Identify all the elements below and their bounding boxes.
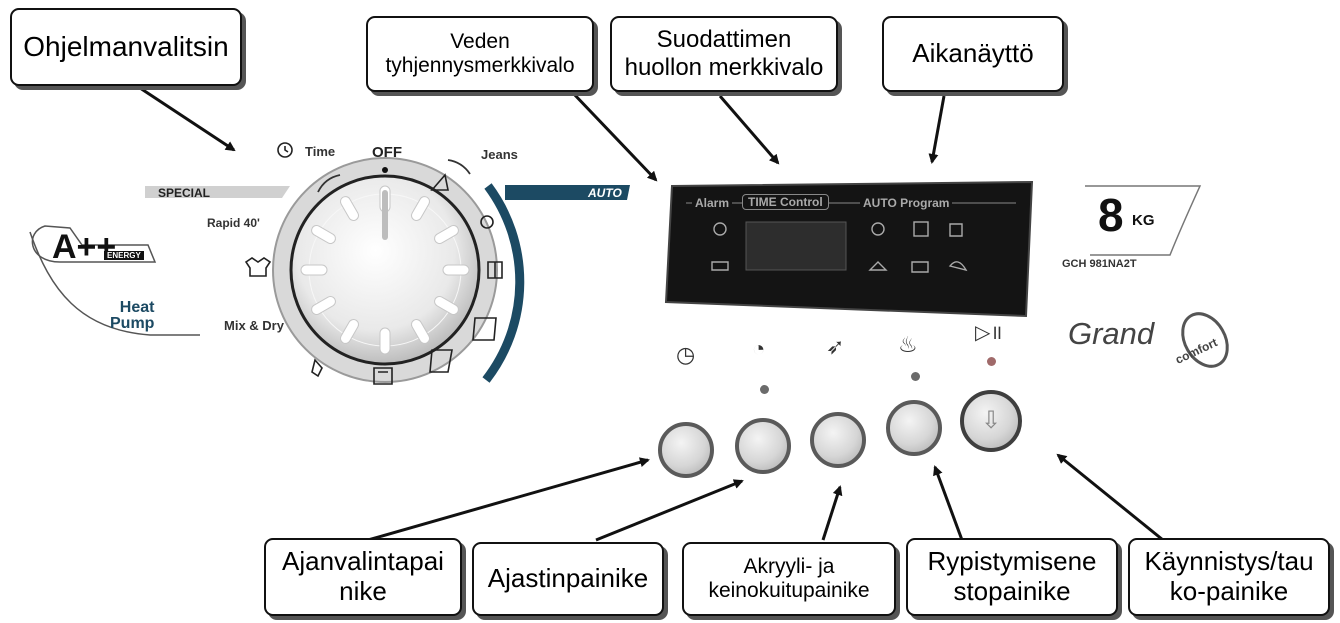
capacity-number: 8 xyxy=(1098,189,1124,241)
arrow-acrylic xyxy=(821,485,843,541)
callout-program-selector: Ohjelmanvalitsin xyxy=(10,8,242,86)
grand-comfort-logo-mark xyxy=(1181,312,1229,368)
start-pause-led xyxy=(987,357,996,366)
display-indicator-icons xyxy=(711,221,968,273)
model-number: GCH 981NA2T xyxy=(1062,258,1137,270)
time-screen xyxy=(745,221,847,271)
timer-led xyxy=(760,385,769,394)
special-band xyxy=(145,186,290,198)
callout-acrylic-button: Akryyli- ja keinokuitupainike xyxy=(682,542,896,616)
heat-pump-label: Heat Pump xyxy=(110,299,155,332)
start-pause-button[interactable]: ⇩ xyxy=(960,390,1022,452)
grand-logo-text: Grand xyxy=(1068,316,1155,351)
display-label-time-control: TIME Control xyxy=(742,194,829,210)
callout-anti-crease-button: Rypistymisene stopainike xyxy=(906,538,1118,616)
display-label-auto-program: AUTO Program xyxy=(860,196,953,210)
auto-dry-icon xyxy=(871,222,885,236)
callout-time-select-button: Ajanvalintapai nike xyxy=(264,538,462,616)
auto-leaf-icon xyxy=(948,261,968,272)
dial-pointer xyxy=(382,190,388,240)
dial-label-special: SPECIAL xyxy=(158,186,211,200)
program-dial xyxy=(272,157,498,383)
capacity-unit: KG xyxy=(1132,212,1155,229)
dial-label-mix-dry: Mix & Dry xyxy=(224,318,284,333)
callout-drain-indicator: Veden tyhjennysmerkkivalo xyxy=(366,16,594,92)
arrow-drain-indicator xyxy=(570,90,658,182)
control-display-panel xyxy=(664,180,1034,318)
sock-icon xyxy=(311,358,323,378)
dial-program-markers xyxy=(317,159,471,193)
dial-label-off: OFF xyxy=(372,144,402,161)
auto-iron-icon xyxy=(949,223,963,237)
clock-icon: ◷ xyxy=(676,342,696,367)
gear-icon xyxy=(480,215,494,229)
timer-button[interactable] xyxy=(735,418,791,474)
timer-icon: ◔ xyxy=(752,336,766,361)
auto-arc xyxy=(482,183,525,383)
energy-class-text: A++ xyxy=(52,228,117,266)
window-icon xyxy=(487,261,503,279)
dial-off-dot xyxy=(382,167,388,173)
sheets-icon xyxy=(373,367,393,385)
arrow-program-selector xyxy=(139,86,236,152)
filter-icon xyxy=(711,261,729,271)
callout-timer-button: Ajastinpainike xyxy=(472,542,664,616)
alarm-drain-icon xyxy=(713,222,727,236)
anti-crease-led xyxy=(911,372,920,381)
arrow-time-select xyxy=(367,457,650,542)
energy-sub-label: ENERGY xyxy=(104,251,144,260)
play-pause-icon: ▷॥ xyxy=(975,322,1003,344)
time-icon xyxy=(277,142,293,158)
auto-cupboard-icon xyxy=(913,221,929,237)
shirt-icon xyxy=(244,257,272,277)
arrow-filter-indicator xyxy=(718,95,780,165)
arrow-anti-crease xyxy=(933,465,964,541)
auto-hanger-icon xyxy=(868,261,888,271)
callout-time-display: Aikanäyttö xyxy=(882,16,1064,92)
display-label-alarm: Alarm xyxy=(692,196,733,210)
arrow-time-display xyxy=(928,95,946,164)
feather-icon: ➶ xyxy=(826,334,845,359)
dial-program-icons xyxy=(244,142,503,385)
dial-label-rapid: Rapid 40' xyxy=(207,216,260,230)
auto-band xyxy=(505,185,630,200)
dial-label-auto: AUTO xyxy=(588,186,622,200)
start-arrow-icon: ⇩ xyxy=(981,407,1002,434)
time-select-button[interactable] xyxy=(658,422,714,478)
towel-icon xyxy=(429,349,453,373)
acrylic-button[interactable] xyxy=(810,412,866,468)
anti-crease-button[interactable] xyxy=(886,400,942,456)
dial-label-jeans: Jeans xyxy=(481,147,518,162)
dial-label-time: Time xyxy=(305,144,336,159)
anti-crease-icon: ♨ xyxy=(898,332,918,357)
callout-filter-indicator: Suodattimen huollon merkkivalo xyxy=(610,16,838,92)
capacity-badge-frame xyxy=(1085,185,1202,256)
auto-extra-icon xyxy=(911,261,929,273)
arrow-start-pause xyxy=(1056,453,1164,542)
energy-heatpump-badge xyxy=(29,225,200,336)
energy-class-label: A++ xyxy=(52,228,116,267)
callout-start-pause-button: Käynnistys/tau ko-painike xyxy=(1128,538,1330,616)
arrow-timer xyxy=(595,479,744,542)
shoe-icon xyxy=(430,173,449,191)
cotton-icon xyxy=(472,317,497,341)
callout-arrows xyxy=(139,86,1164,542)
